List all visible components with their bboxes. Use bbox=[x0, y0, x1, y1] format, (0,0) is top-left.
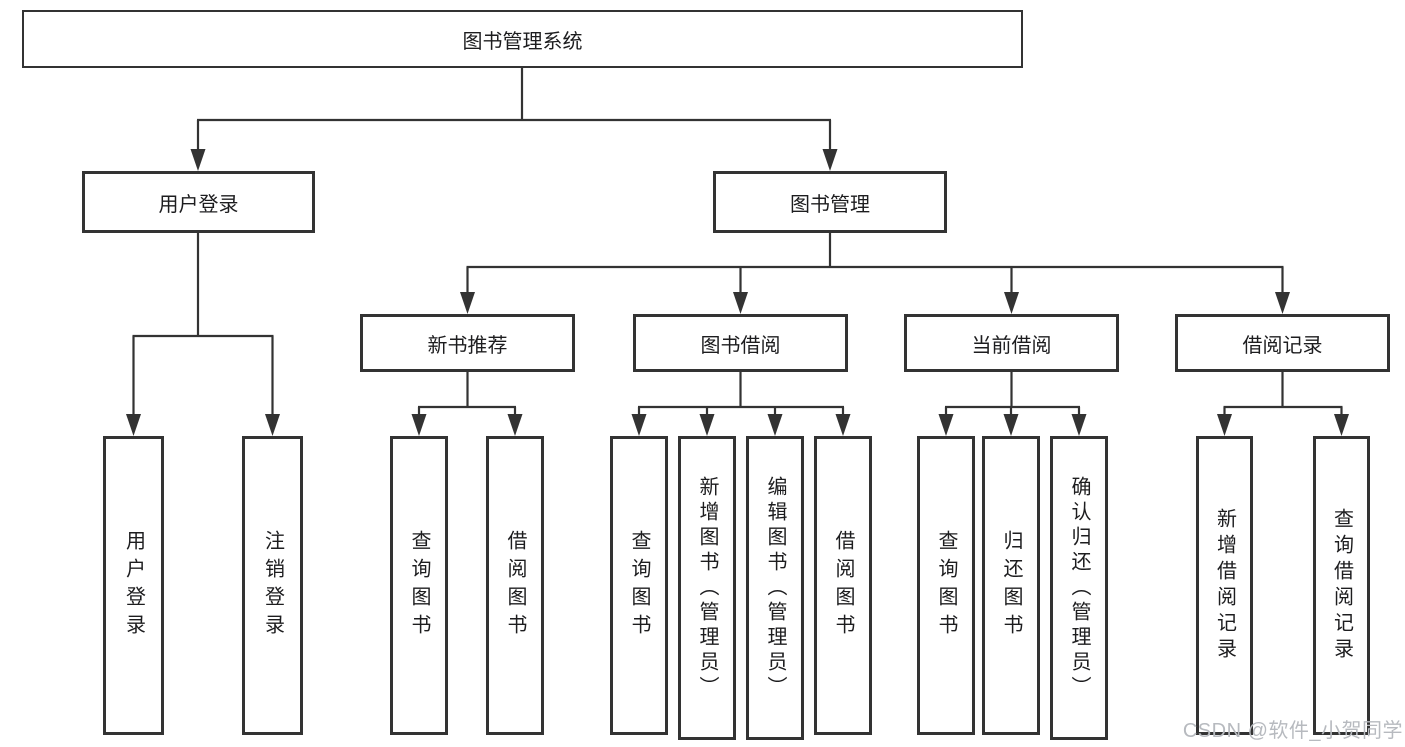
arrowhead bbox=[411, 414, 427, 436]
connector-root-to-level2 bbox=[196, 67, 832, 154]
arrowhead bbox=[460, 292, 475, 314]
arrowhead bbox=[507, 414, 523, 436]
leaf-query-books-borrowing: 查询图书 bbox=[610, 436, 668, 735]
leaf-label: 新增借阅记录 bbox=[1213, 507, 1236, 664]
leaf-return-books: 归还图书 bbox=[982, 436, 1040, 735]
arrowhead bbox=[1004, 292, 1019, 314]
leaf-label: 新增图书（管理员） bbox=[696, 475, 718, 701]
connector-book-mgmt-to-level3 bbox=[466, 233, 1284, 297]
leaf-label: 注销登录 bbox=[261, 529, 284, 642]
node-borrowing-records: 借阅记录 bbox=[1175, 314, 1390, 372]
node-book-management: 图书管理 bbox=[713, 171, 947, 233]
arrowhead bbox=[767, 414, 783, 436]
connector-user-login-to-leaves bbox=[132, 233, 274, 419]
csdn-watermark: CSDN @软件_小贺同学 bbox=[1182, 720, 1403, 742]
arrowhead bbox=[1003, 414, 1019, 436]
arrowhead bbox=[938, 414, 954, 436]
leaf-borrow-books-borrowing: 借阅图书 bbox=[814, 436, 872, 735]
arrowhead bbox=[126, 414, 141, 436]
leaf-label: 归还图书 bbox=[1000, 529, 1022, 642]
leaf-query-books-current: 查询图书 bbox=[917, 436, 975, 735]
connector-borrowing-to-leaves bbox=[637, 372, 845, 420]
arrowhead bbox=[265, 414, 280, 436]
leaf-confirm-return-admin: 确认归还（管理员） bbox=[1050, 436, 1108, 740]
leaf-label: 查询借阅记录 bbox=[1330, 507, 1353, 664]
node-library-management-system: 图书管理系统 bbox=[22, 10, 1023, 68]
arrowhead bbox=[822, 149, 838, 171]
leaf-query-books-newbook: 查询图书 bbox=[390, 436, 448, 735]
leaf-label: 确认归还（管理员） bbox=[1068, 475, 1090, 701]
leaf-label: 用户登录 bbox=[122, 529, 145, 642]
arrowhead bbox=[733, 292, 748, 314]
arrowhead bbox=[835, 414, 851, 436]
arrowheads bbox=[126, 149, 1349, 436]
leaf-query-borrow-record: 查询借阅记录 bbox=[1313, 436, 1370, 735]
leaf-label: 查询图书 bbox=[628, 529, 650, 642]
leaf-add-book-admin: 新增图书（管理员） bbox=[678, 436, 736, 740]
leaf-borrow-books-newbook: 借阅图书 bbox=[486, 436, 544, 735]
node-user-login: 用户登录 bbox=[82, 171, 315, 233]
leaf-user-login: 用户登录 bbox=[103, 436, 164, 735]
connector-new-book-to-leaves bbox=[417, 372, 517, 420]
arrowhead bbox=[1217, 414, 1232, 436]
node-new-book-recommend: 新书推荐 bbox=[360, 314, 575, 372]
leaf-label: 查询图书 bbox=[935, 529, 957, 642]
arrowhead bbox=[699, 414, 715, 436]
arrowhead bbox=[1071, 414, 1087, 436]
arrowhead bbox=[631, 414, 647, 436]
node-current-borrowing: 当前借阅 bbox=[904, 314, 1119, 372]
connector-current-to-leaves bbox=[944, 372, 1081, 420]
leaf-label: 借阅图书 bbox=[504, 529, 526, 642]
leaf-logout: 注销登录 bbox=[242, 436, 303, 735]
connector-records-to-leaves bbox=[1223, 372, 1343, 420]
node-book-borrowing: 图书借阅 bbox=[633, 314, 848, 372]
leaf-label: 查询图书 bbox=[408, 529, 430, 642]
arrowhead bbox=[1334, 414, 1349, 436]
leaf-add-borrow-record: 新增借阅记录 bbox=[1196, 436, 1253, 735]
arrowhead bbox=[1275, 292, 1290, 314]
leaf-edit-book-admin: 编辑图书（管理员） bbox=[746, 436, 804, 740]
leaf-label: 编辑图书（管理员） bbox=[764, 475, 786, 701]
arrowhead bbox=[190, 149, 206, 171]
leaf-label: 借阅图书 bbox=[832, 529, 854, 642]
